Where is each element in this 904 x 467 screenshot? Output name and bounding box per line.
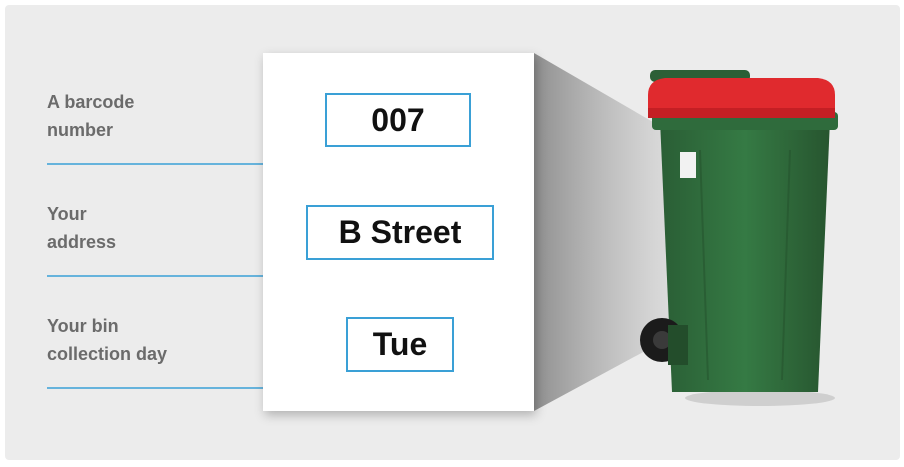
collection-day-value-box: Tue bbox=[346, 317, 454, 372]
collection-day-value: Tue bbox=[373, 326, 428, 363]
barcode-value-box: 007 bbox=[325, 93, 471, 147]
address-label: Your address bbox=[47, 200, 116, 256]
address-value-box: B Street bbox=[306, 205, 494, 260]
address-value: B Street bbox=[339, 214, 462, 251]
barcode-label: A barcode number bbox=[47, 88, 134, 144]
wheelie-bin-image bbox=[640, 70, 838, 406]
collection-day-label: Your bin collection day bbox=[47, 312, 167, 368]
barcode-value: 007 bbox=[371, 102, 424, 139]
